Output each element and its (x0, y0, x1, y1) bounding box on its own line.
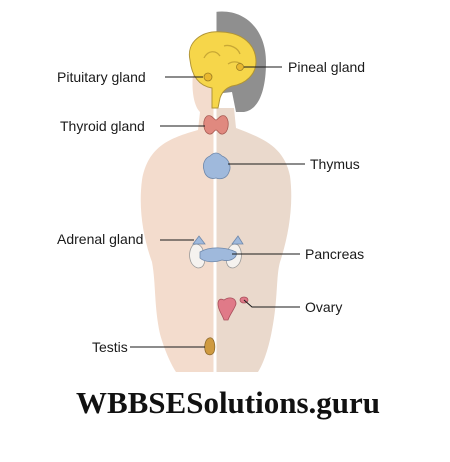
label-adrenal: Adrenal gland (57, 231, 143, 247)
pointer-ovary (243, 299, 300, 308)
label-pituitary: Pituitary gland (57, 69, 146, 85)
right-adrenal-gland (231, 235, 244, 245)
testis (204, 337, 216, 356)
male-body-half (140, 58, 215, 372)
label-thymus: Thymus (310, 156, 360, 172)
label-pineal: Pineal gland (288, 59, 365, 75)
watermark-text: WBBSESolutions.guru (76, 385, 380, 420)
pointer-lines (130, 66, 305, 348)
label-ovary: Ovary (305, 299, 342, 315)
label-thyroid: Thyroid gland (60, 118, 145, 134)
pancreas (199, 247, 237, 263)
label-pancreas: Pancreas (305, 246, 364, 262)
thyroid-gland (203, 115, 229, 135)
abdominal-organs (189, 235, 244, 269)
male-body (140, 58, 215, 372)
thymus (202, 152, 231, 180)
uterus (217, 297, 237, 321)
left-kidney (189, 243, 205, 269)
label-testis: Testis (92, 339, 128, 355)
female-body (215, 108, 292, 372)
pituitary-gland (203, 72, 213, 82)
pineal-gland (236, 63, 244, 71)
left-adrenal-gland (192, 235, 206, 245)
brain-shape (188, 31, 257, 109)
